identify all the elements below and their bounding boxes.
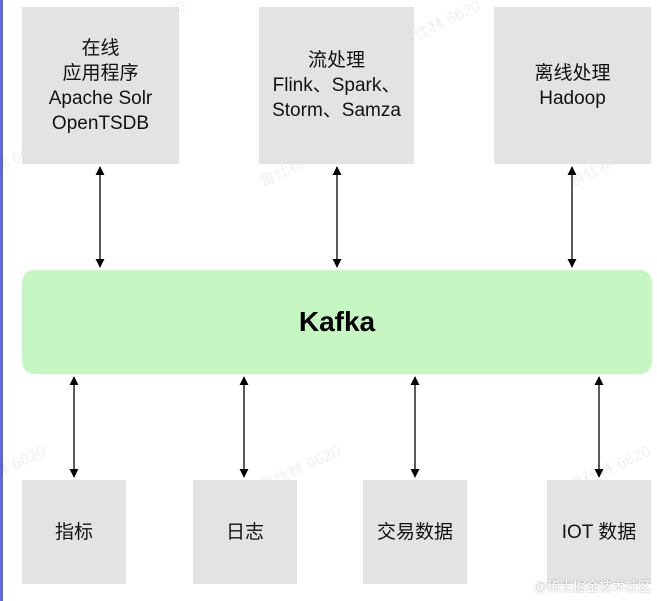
online-apps-line-3: Apache Solr: [48, 87, 153, 109]
offline-processing-line-2: Hadoop: [539, 87, 606, 109]
stream-processing-line-3: Storm、Samza: [272, 100, 401, 121]
metrics-label: 指标: [54, 521, 93, 543]
offline-processing-box: 离线处理 Hadoop: [494, 7, 651, 164]
online-apps-box: 在线 应用程序 Apache Solr OpenTSDB: [22, 7, 179, 164]
logs-box: 日志: [193, 480, 297, 584]
online-apps-line-1: 在线: [81, 37, 120, 59]
online-apps-line-2: 应用程序: [62, 62, 139, 84]
online-apps-line-4: OpenTSDB: [51, 112, 150, 134]
kafka-label: Kafka: [298, 306, 376, 337]
source-credit: @稀土掘金技术社区: [533, 579, 651, 594]
stream-processing-line-1: 流处理: [307, 50, 365, 71]
transaction-data-box: 交易数据: [363, 480, 467, 584]
kafka-hub: Kafka: [22, 270, 652, 374]
iot-data-box: IOT 数据: [547, 480, 651, 584]
stream-processing-box: 流处理 Flink、Spark、 Storm、Samza: [259, 7, 414, 164]
iot-data-label: IOT 数据: [561, 521, 637, 543]
metrics-box: 指标: [22, 480, 126, 584]
transaction-data-label: 交易数据: [376, 521, 453, 543]
left-edge-rule: [0, 0, 3, 601]
stream-processing-line-2: Flink、Spark、: [272, 75, 401, 96]
offline-processing-line-1: 离线处理: [534, 62, 611, 84]
logs-label: 日志: [225, 521, 264, 543]
